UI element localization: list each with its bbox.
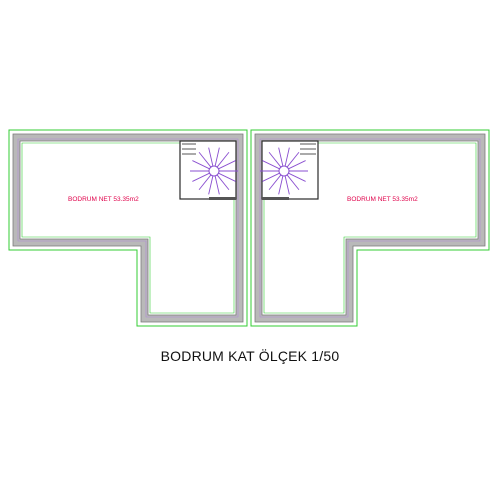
stair-tread-left-13 (218, 160, 236, 170)
stair-tread-right-6 (262, 172, 280, 182)
stair-tread-left-1 (218, 172, 236, 182)
stair-tread-right-1 (288, 172, 306, 182)
unit-right-wall (254, 133, 486, 323)
spiral-staircase-left (179, 140, 238, 200)
stair-tread-right-5 (268, 174, 282, 191)
unit-left-inner-accent (17, 138, 239, 318)
unit-right-plan (250, 129, 490, 327)
stair-tread-left-12 (216, 151, 230, 168)
room-area-label-left: BODRUM NET 53.35m2 (68, 196, 139, 203)
stair-tread-left-9 (198, 151, 212, 168)
stair-tread-left-6 (192, 172, 210, 182)
unit-left-plan (8, 129, 248, 327)
stair-tread-left-3 (214, 175, 220, 195)
spiral-staircase-right (260, 140, 319, 200)
stair-tread-right-13 (288, 160, 306, 170)
room-area-label-right: BODRUM NET 53.35m2 (347, 196, 418, 203)
unit-right-outer-boundary (250, 129, 490, 327)
stair-tread-right-9 (268, 151, 282, 168)
stair-tread-right-2 (286, 174, 300, 191)
stair-tread-right-12 (286, 151, 300, 168)
unit-left-outer-boundary (8, 129, 248, 327)
stair-tread-left-2 (216, 174, 230, 191)
stair-tread-right-8 (262, 160, 280, 170)
unit-right-inner-outline (263, 142, 477, 314)
stair-tread-right-11 (284, 147, 290, 167)
stair-tread-left-11 (214, 147, 220, 167)
stair-tread-left-4 (208, 175, 214, 195)
unit-right-inner-accent (259, 138, 481, 318)
stair-tread-right-3 (284, 175, 290, 195)
drawing-title: BODRUM KAT ÖLÇEK 1/50 (160, 348, 340, 364)
stair-tread-left-5 (198, 174, 212, 191)
stair-tread-left-10 (208, 147, 214, 167)
stair-tread-right-10 (278, 147, 284, 167)
stair-tread-right-4 (278, 175, 284, 195)
stair-tread-left-8 (192, 160, 210, 170)
